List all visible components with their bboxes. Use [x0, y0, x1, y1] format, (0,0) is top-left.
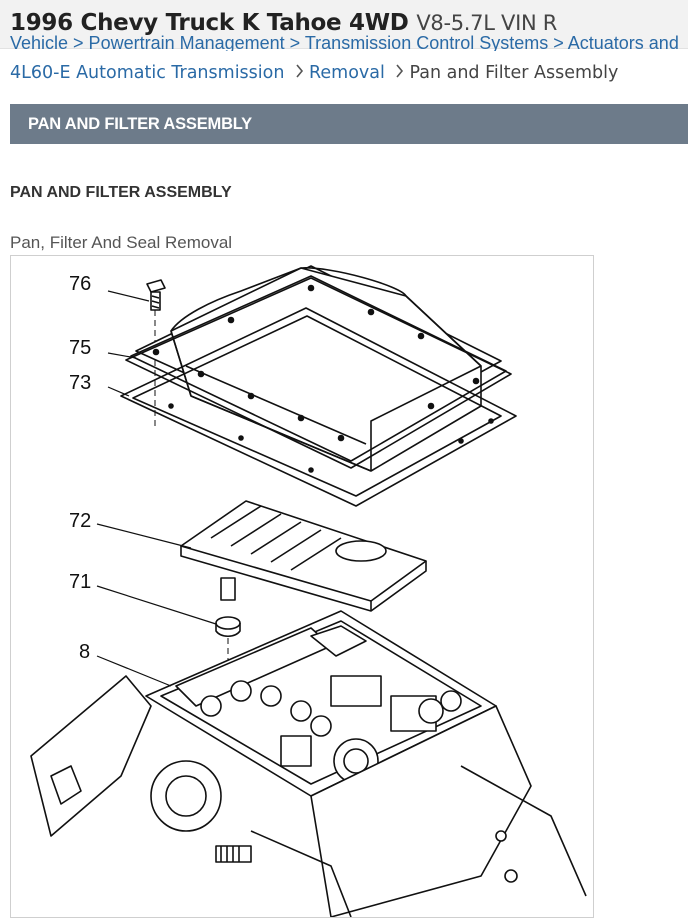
section-bar-title: PAN AND FILTER ASSEMBLY: [28, 115, 252, 133]
engine-subtitle: V8-5.7L VIN R: [416, 11, 558, 35]
callout-71: 71: [69, 571, 92, 593]
bolt-icon: [146, 279, 166, 311]
callout-8: 8: [79, 641, 91, 663]
transmission-case: [30, 675, 587, 917]
section-heading: PAN AND FILTER ASSEMBLY: [10, 184, 232, 201]
breadcrumb-partial-text[interactable]: Vehicle > Powertrain Management > Transm…: [10, 33, 679, 51]
breadcrumb-partial[interactable]: Vehicle > Powertrain Management > Transm…: [10, 33, 688, 51]
exploded-diagram: 76 75 73 72 71 8: [10, 255, 594, 918]
chevron-right-icon: [395, 63, 404, 83]
title-bar: 1996 Chevy Truck K Tahoe 4WD V8-5.7L VIN…: [0, 0, 688, 49]
chevron-right-icon: [295, 63, 304, 83]
page-title: 1996 Chevy Truck K Tahoe 4WD V8-5.7L VIN…: [10, 10, 557, 36]
pan-gasket: [120, 307, 517, 507]
callout-73: 73: [69, 372, 92, 394]
filter-seal: [215, 616, 241, 638]
valve-body: [145, 610, 497, 797]
breadcrumb-current: Pan and Filter Assembly: [409, 63, 619, 83]
section-header-bar: PAN AND FILTER ASSEMBLY: [10, 104, 688, 144]
callout-75: 75: [69, 337, 92, 359]
breadcrumb: 4L60-E Automatic Transmission Removal Pa…: [10, 63, 618, 83]
callout-76: 76: [69, 273, 92, 295]
breadcrumb-link-removal[interactable]: Removal: [309, 63, 385, 83]
transmission-pan: [125, 265, 512, 472]
transmission-pan-illustration: [30, 265, 587, 917]
breadcrumb-link-transmission[interactable]: 4L60-E Automatic Transmission: [10, 63, 285, 83]
figure-caption: Pan, Filter And Seal Removal: [10, 233, 233, 252]
callout-72: 72: [69, 510, 92, 532]
vehicle-title: 1996 Chevy Truck K Tahoe 4WD: [10, 10, 409, 36]
transmission-filter: [180, 500, 427, 612]
